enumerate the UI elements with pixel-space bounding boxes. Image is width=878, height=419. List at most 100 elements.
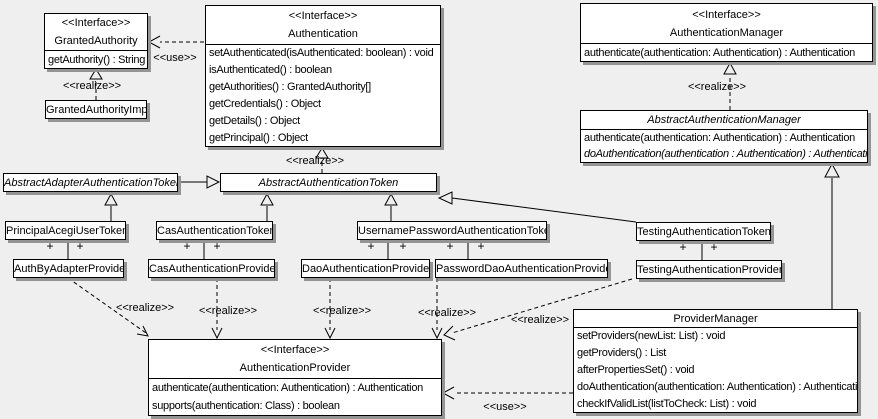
class-cas-authentication-token[interactable]: CasAuthenticationToken [156, 221, 273, 240]
method-list: authenticate(authentication: Authenticat… [581, 130, 867, 162]
open-arrow-icon [441, 386, 455, 400]
association-end-mark: + [710, 240, 718, 254]
class-testing-authentication-provider[interactable]: TestingAuthenticationProvider [636, 260, 782, 279]
class-title: ProviderManager [574, 310, 857, 328]
method-item: authenticate(authentication: Authenticat… [584, 46, 855, 59]
method-item: getAuthorities() : GrantedAuthority[] [209, 81, 371, 94]
class-name: AuthenticationManager [669, 26, 784, 39]
class-name: ProviderManager [673, 312, 758, 325]
triangle-icon [104, 192, 118, 206]
open-arrow-icon [431, 327, 443, 340]
edge-realize-testing [451, 278, 633, 334]
class-auth-by-adapter-provider[interactable]: AuthByAdapterProvider [13, 259, 124, 278]
class-name: AbstractAuthenticationToken [258, 176, 399, 189]
hollow-arrow-icon [89, 68, 103, 80]
method-item: getProviders() : List [577, 347, 667, 360]
hollow-arrow-icon [315, 147, 329, 159]
class-provider-manager[interactable]: ProviderManager setProviders(newList: Li… [573, 309, 858, 413]
class-title: <<Interface>> GrantedAuthority [45, 14, 147, 51]
method-item: setAuthenticated(isAuthenticated: boolea… [209, 47, 434, 60]
class-authentication-manager[interactable]: <<Interface>> AuthenticationManager auth… [580, 3, 873, 62]
class-name: TestingAuthenticationToken [637, 225, 771, 238]
method-item: getAuthority() : String [48, 53, 146, 66]
method-list: authenticate(authentication: Authenticat… [581, 44, 872, 61]
class-granted-authority[interactable]: <<Interface>> GrantedAuthority getAuthor… [44, 13, 148, 69]
edge-testing-to-token [451, 197, 637, 223]
class-granted-authority-impl[interactable]: GrantedAuthorityImpl [45, 100, 147, 119]
open-arrow-icon [211, 327, 223, 340]
association-end-mark: + [477, 239, 485, 253]
class-name: TestingAuthenticationProvider [637, 263, 782, 276]
class-authentication[interactable]: <<Interface>> Authentication setAuthenti… [205, 5, 441, 147]
method-item: supports(authentication: Class) : boolea… [152, 400, 340, 412]
open-arrow-icon [324, 327, 336, 340]
triangle-icon [437, 191, 453, 205]
method-item-abstract: doAuthentication(authentication : Authen… [584, 148, 868, 160]
edge-label-use: <<use>> [483, 401, 527, 413]
method-item: doAuthentication(authentication: Authent… [577, 380, 858, 393]
triangle-icon [384, 192, 398, 206]
method-list: authenticate(authentication: Authenticat… [149, 379, 441, 415]
class-authentication-provider[interactable]: <<Interface>> AuthenticationProvider aut… [148, 339, 442, 416]
triangle-icon [206, 175, 221, 189]
edge-label-realize: <<realize>> [687, 81, 747, 93]
triangle-icon [824, 162, 840, 178]
method-item: getPrincipal() : Object [209, 131, 308, 144]
class-name: AuthenticationProvider [239, 362, 351, 374]
edge-label-use: <<use>> [153, 52, 197, 64]
method-item: authenticate(authentication: Authenticat… [584, 132, 855, 144]
association-end-mark: + [679, 240, 687, 254]
class-name: PasswordDaoAuthenticationProvider [436, 262, 608, 275]
arrowheads [89, 35, 737, 400]
edge-label-realize: <<realize>> [417, 307, 477, 319]
class-title: <<Interface>> AuthenticationManager [581, 4, 872, 44]
association-end-mark: + [367, 239, 375, 253]
open-arrow-icon [443, 325, 456, 341]
class-abstract-authentication-manager[interactable]: AbstractAuthenticationManager authentica… [580, 110, 868, 163]
edge-label-realize: <<realize>> [115, 302, 175, 314]
association-end-mark: + [446, 239, 454, 253]
class-name: AuthByAdapterProvider [14, 262, 124, 275]
edge-label-realize: <<realize>> [510, 314, 570, 326]
class-name: GrantedAuthorityImpl [46, 103, 147, 116]
stereotype-label: <<Interface>> [288, 10, 358, 22]
class-principal-acegi-user-token[interactable]: PrincipalAcegiUserToken [5, 221, 126, 240]
generalization-edges [67, 162, 840, 309]
class-name: PrincipalAcegiUserToken [6, 224, 126, 237]
method-item: setProviders(newList: List) : void [577, 330, 726, 343]
edge-label-realize: <<realize>> [198, 305, 258, 317]
association-end-mark: + [76, 239, 84, 253]
hollow-arrow-icon [723, 61, 737, 75]
method-item: isAuthenticated() : boolean [209, 64, 332, 77]
open-arrow-icon [136, 325, 149, 337]
class-testing-authentication-token[interactable]: TestingAuthenticationToken [636, 222, 771, 241]
class-cas-authentication-provider[interactable]: CasAuthenticationProvider [148, 259, 275, 278]
class-title: AbstractAuthenticationManager [581, 111, 867, 130]
class-name: CasAuthenticationProvider [149, 262, 275, 275]
class-abstract-authentication-token[interactable]: AbstractAuthenticationToken [220, 173, 437, 192]
dashed-edges [67, 41, 731, 394]
triangle-icon [260, 192, 274, 206]
edge-realize-authbyadapter [67, 277, 147, 334]
association-end-mark: + [46, 239, 54, 253]
class-name: GrantedAuthority [54, 35, 138, 47]
class-abstract-adapter-authentication-token[interactable]: AbstractAdapterAuthenticationToken [3, 173, 178, 192]
class-password-dao-authentication-provider[interactable]: PasswordDaoAuthenticationProvider [435, 259, 608, 278]
class-dao-authentication-provider[interactable]: DaoAuthenticationProvider [301, 259, 430, 278]
method-list: setProviders(newList: List) : void getPr… [574, 328, 857, 412]
association-end-mark: + [399, 239, 407, 253]
method-item: getCredentials() : Object [209, 97, 321, 110]
edge-label-realize: <<realize>> [312, 305, 372, 317]
association-end-mark: + [183, 239, 191, 253]
method-list: getAuthority() : String [45, 51, 147, 68]
stereotype-label: <<Interface>> [61, 17, 131, 29]
class-username-password-authentication-token[interactable]: UsernamePasswordAuthenticationToken [357, 221, 547, 240]
class-name: UsernamePasswordAuthenticationToken [358, 224, 547, 237]
method-list: setAuthenticated(isAuthenticated: boolea… [206, 45, 440, 146]
class-name: DaoAuthenticationProvider [302, 262, 430, 275]
method-item: getDetails() : Object [209, 114, 300, 127]
method-item: afterPropertiesSet() : void [577, 363, 695, 376]
method-item: checkIfValidList(listToCheck: List) : vo… [577, 397, 757, 410]
edge-label-realize: <<realize>> [62, 80, 122, 92]
